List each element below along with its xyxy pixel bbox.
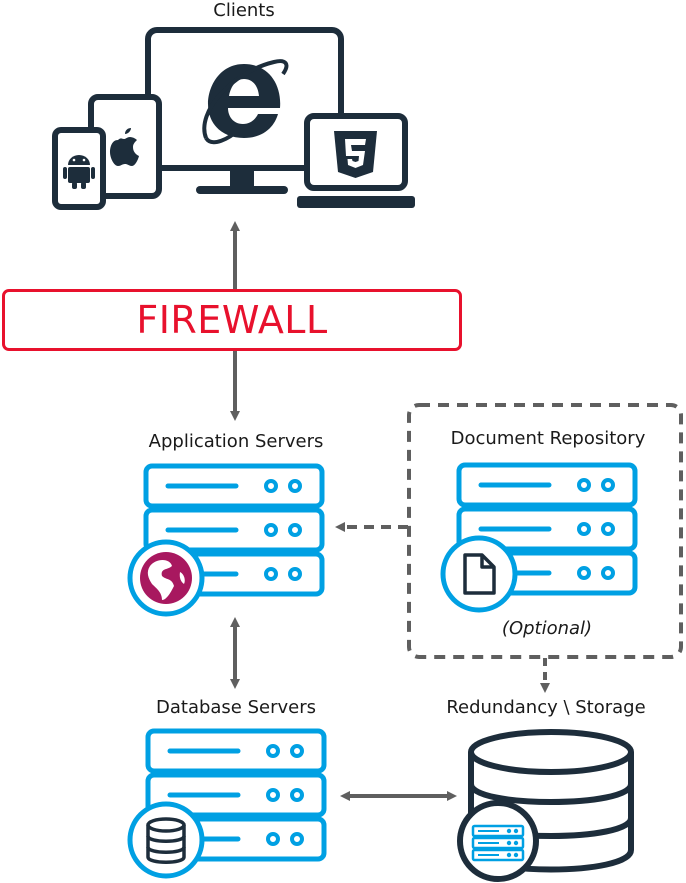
- optional-note: (Optional): [501, 618, 593, 639]
- storage-label: Redundancy \ Storage: [446, 697, 646, 718]
- db-servers-label: Database Servers: [155, 697, 317, 718]
- optional-container: [407, 403, 683, 659]
- document-icon: [440, 535, 518, 613]
- app-servers-label: Application Servers: [148, 431, 324, 452]
- internet-explorer-icon: [202, 59, 289, 145]
- android-icon: [63, 155, 95, 189]
- apple-icon: [110, 128, 139, 166]
- firewall-label: FIREWALL: [136, 298, 328, 342]
- globe-icon: [127, 539, 205, 617]
- storage-cylinder-icon: [468, 729, 634, 873]
- doc-repo-label: Document Repository: [450, 428, 646, 449]
- clients-label: Clients: [213, 0, 275, 21]
- database-icon: [127, 801, 205, 879]
- html5-icon: [334, 131, 377, 178]
- server-icon: [457, 800, 539, 882]
- firewall-box: FIREWALL: [2, 289, 462, 351]
